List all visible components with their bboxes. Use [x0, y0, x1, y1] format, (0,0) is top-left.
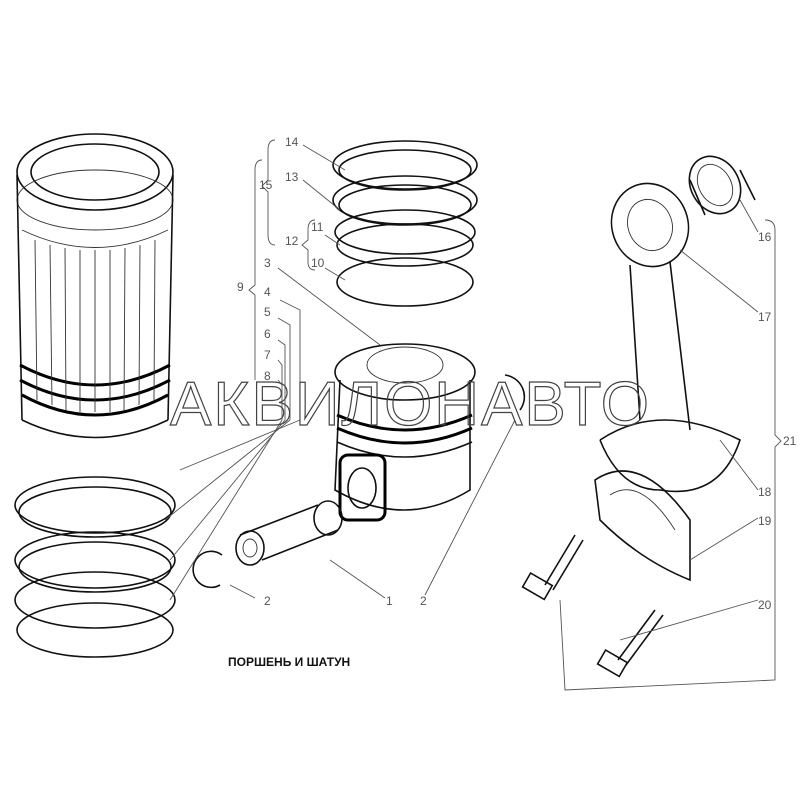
cylinder-liner: [16, 133, 174, 439]
piston-pin: [235, 500, 343, 566]
rod-bolt-lower: [596, 609, 664, 678]
callout-3: 3: [264, 256, 271, 270]
callout-6: 6: [264, 327, 271, 341]
callout-17: 17: [758, 310, 772, 324]
callout-21: 21: [783, 434, 797, 448]
circlip-left: [192, 550, 223, 589]
callout-7: 7: [264, 348, 271, 362]
callout-11: 11: [311, 220, 324, 234]
callout-12: 12: [285, 234, 299, 248]
diagram-title: ПОРШЕНЬ И ШАТУН: [228, 655, 350, 669]
callout-14: 14: [285, 135, 299, 149]
callout-16: 16: [758, 230, 772, 244]
callout-19: 19: [758, 514, 772, 528]
callout-1: 1: [386, 594, 393, 608]
leader-lines: [164, 139, 782, 691]
callout-labels: 14 15 13 11 12 10 3 9 4 5 6 7 8 2 1 2 16…: [237, 135, 797, 612]
callout-18: 18: [758, 485, 772, 499]
callout-9: 9: [237, 280, 244, 294]
callout-15: 15: [259, 178, 273, 192]
callout-13: 13: [285, 170, 299, 184]
callout-2-left: 2: [264, 594, 271, 608]
callout-2-right: 2: [420, 594, 427, 608]
connecting-rod-cap: [594, 470, 691, 582]
connecting-rod: [599, 182, 741, 493]
compression-rings: [332, 140, 478, 307]
watermark: АКВИЛОНАВТО: [170, 370, 651, 439]
callout-4: 4: [264, 285, 271, 299]
callout-5: 5: [264, 305, 271, 319]
small-end-bushing: [688, 155, 756, 216]
piston-rings-set: [14, 476, 176, 658]
callout-10: 10: [311, 256, 325, 270]
circlip-right: [504, 374, 526, 411]
piston: [334, 343, 476, 522]
rod-bolt-upper: [521, 534, 584, 601]
callout-8: 8: [264, 369, 271, 383]
callout-20: 20: [758, 598, 772, 612]
